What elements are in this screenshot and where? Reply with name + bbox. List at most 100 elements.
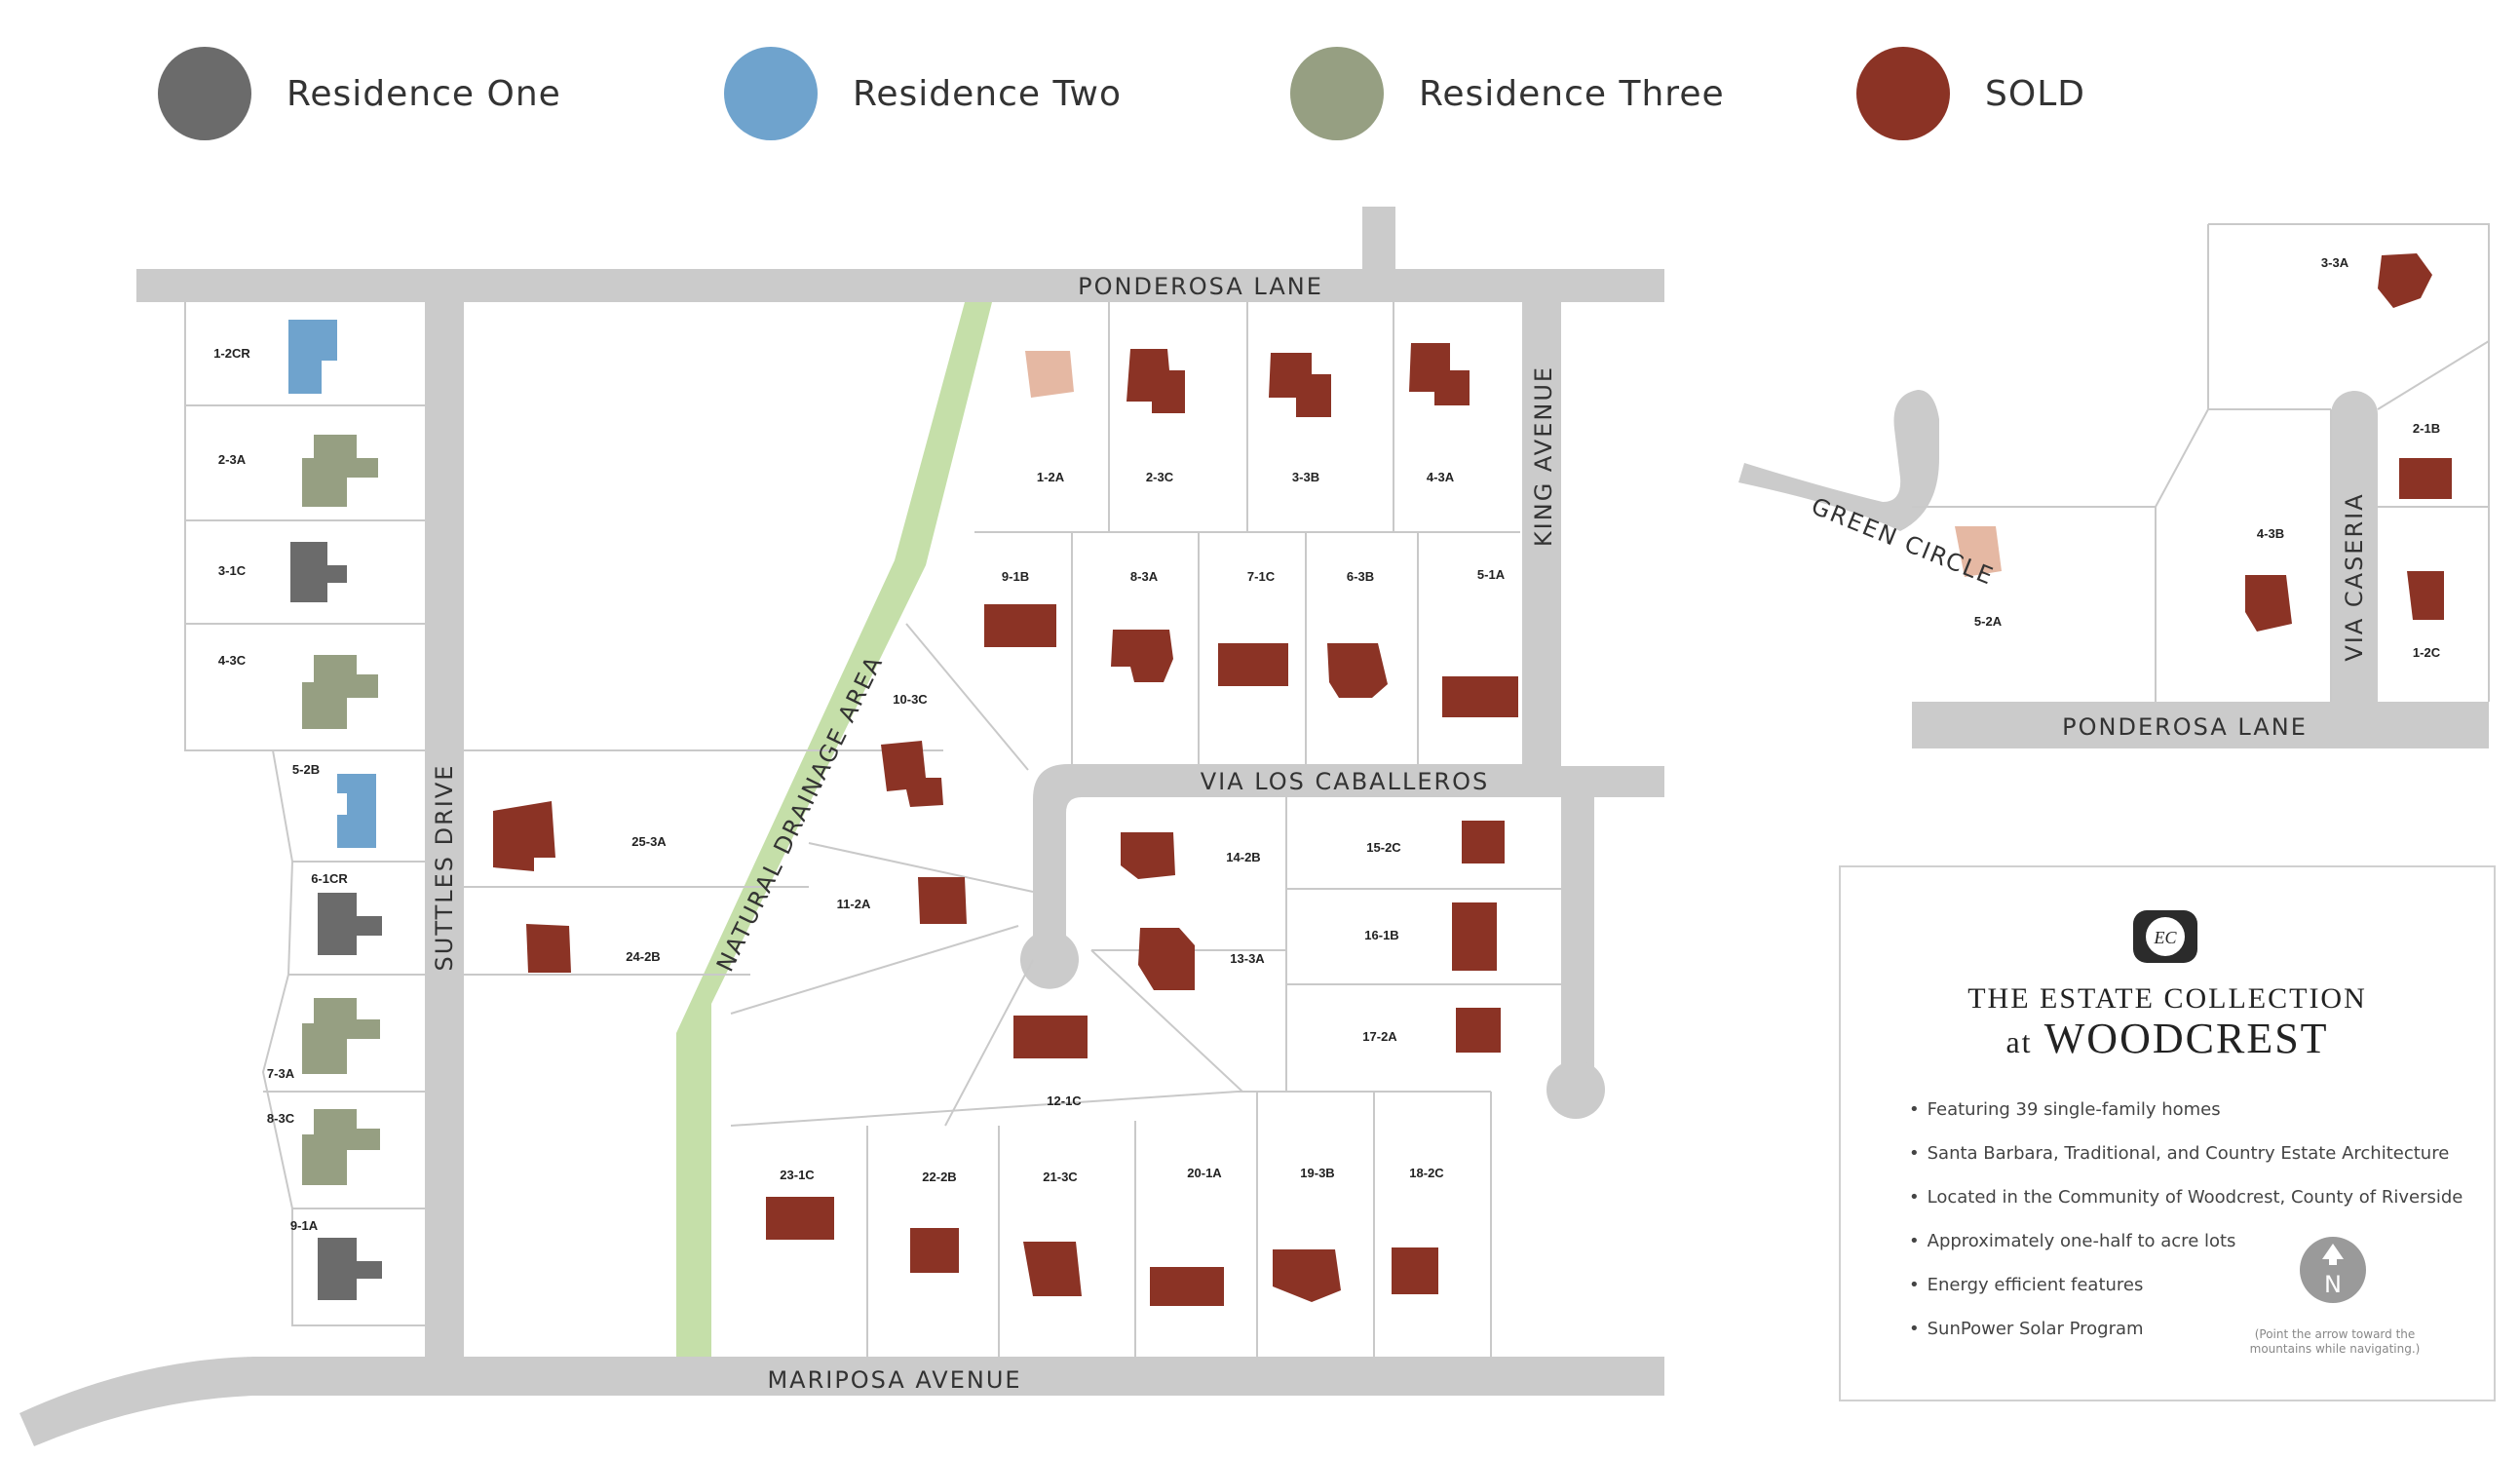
lot-label: 7-1C [1247, 569, 1276, 584]
mariposa-avenue-road [19, 1357, 1664, 1446]
natural-drainage-area [676, 302, 992, 1357]
legend-item-sold: SOLD [1856, 47, 2085, 140]
homes-left [288, 320, 382, 1300]
info-title-at: at [2005, 1024, 2033, 1059]
lot-label: 8-3A [1130, 569, 1159, 584]
homes-sold [493, 343, 1518, 1306]
lot-label: 10-3C [893, 692, 928, 707]
lot-label: 1-2A [1037, 470, 1065, 484]
lot-label: 7-3A [267, 1066, 295, 1081]
inset-lot-label: 1-2C [2413, 645, 2441, 660]
feature-item: Featuring 39 single-family homes [1909, 1099, 2463, 1143]
lot-4-3B-home [2245, 575, 2292, 632]
lot-label: 6-1CR [311, 871, 348, 886]
legend-item-residence-one: Residence One [158, 47, 561, 140]
lot-label: 14-2B [1226, 850, 1260, 864]
via-los-caballeros-label: VIA LOS CABALLEROS [1201, 768, 1490, 795]
legend-label: Residence Three [1419, 73, 1725, 114]
legend-label: Residence One [286, 73, 561, 114]
lot-label: 8-3C [267, 1111, 295, 1126]
lot-label: 4-3C [218, 653, 247, 668]
lot-label: 2-3C [1146, 470, 1174, 484]
lot-5-2A-home [1955, 526, 2002, 577]
lot-label: 13-3A [1230, 951, 1265, 966]
ponderosa-stub [1362, 207, 1395, 275]
lot-label: 23-1C [780, 1168, 815, 1182]
inset-map: 3-3A 2-1B 4-3B 1-2C 5-2A GREEN CIRCLE VI… [1738, 223, 2490, 748]
lot-3-3A-home [2378, 253, 2432, 308]
ponderosa-lane-road [136, 269, 1664, 302]
via-los-caballeros-road [1020, 764, 1561, 989]
green-circle-road [1738, 390, 1939, 531]
lot-8-3C-home [302, 1109, 380, 1185]
lot-label: 5-1A [1477, 567, 1506, 582]
compass-icon: N [2300, 1237, 2366, 1303]
lot-label: 15-2C [1366, 840, 1401, 855]
via-caseria-label: VIA CASERIA [2341, 492, 2368, 661]
lot-label: 1-2CR [213, 346, 250, 361]
inset-lot-lines [1912, 223, 2490, 702]
legend-item-residence-three: Residence Three [1290, 47, 1725, 140]
lot-label: 19-3B [1300, 1166, 1334, 1180]
king-avenue-label: KING AVENUE [1530, 365, 1557, 547]
lot-4-3C-home [302, 655, 378, 729]
residence-one-swatch [158, 47, 251, 140]
lot-label: 17-2A [1362, 1029, 1397, 1044]
info-panel: EC THE ESTATE COLLECTION at WOODCREST Fe… [1839, 865, 2496, 1401]
inset-lot-label: 2-1B [2413, 421, 2440, 436]
svg-text:EC: EC [2153, 928, 2177, 947]
lot-5-2B-home [337, 774, 376, 848]
lot-label: 5-2B [292, 762, 320, 777]
lot-6-1CR-home [318, 893, 382, 955]
lot-label: 18-2C [1409, 1166, 1444, 1180]
inset-lot-label: 4-3B [2257, 526, 2284, 541]
lot-label: 6-3B [1347, 569, 1374, 584]
feature-item: Energy efficient features [1909, 1275, 2463, 1319]
roads [19, 207, 1664, 1446]
ponderosa-lane-label: PONDEROSA LANE [1078, 273, 1323, 300]
svg-text:N: N [2324, 1271, 2342, 1298]
feature-item: Located in the Community of Woodcrest, C… [1909, 1187, 2463, 1231]
lot-3-1C-home [290, 542, 347, 602]
inset-ponderosa-lane-label: PONDEROSA LANE [2062, 713, 2308, 741]
lot-labels: 1-2CR 2-3A 3-1C 4-3C 5-2B 6-1CR 7-3A 8-3… [213, 346, 1505, 1233]
lot-lines [184, 302, 1561, 1357]
residence-three-swatch [1290, 47, 1384, 140]
feature-item: Approximately one-half to acre lots [1909, 1231, 2463, 1275]
legend-label: SOLD [1985, 73, 2085, 114]
suttles-drive-road [425, 298, 464, 1361]
residence-two-swatch [724, 47, 818, 140]
lot-9-1A-home [318, 1238, 382, 1300]
lot-label: 11-2A [837, 897, 871, 911]
feature-item: Santa Barbara, Traditional, and Country … [1909, 1143, 2463, 1187]
estate-collection-logo: EC [2133, 910, 2197, 963]
lot-1-2C-home [2407, 571, 2444, 620]
info-title-line1: THE ESTATE COLLECTION [1967, 982, 2367, 1015]
via-caseria-road [2331, 391, 2378, 702]
info-title-line2: at WOODCREST [1841, 1014, 2494, 1063]
lot-label: 3-3B [1292, 470, 1319, 484]
lot-1-2CR-home [288, 320, 337, 394]
lot-label: 2-3A [218, 452, 247, 467]
lot-label: 12-1C [1047, 1094, 1082, 1108]
lot-label: 20-1A [1187, 1166, 1222, 1180]
lot-label: 4-3A [1427, 470, 1455, 484]
king-avenue-cul-de-sac [1546, 1060, 1605, 1119]
legend-item-residence-two: Residence Two [724, 47, 1122, 140]
lot-label: 9-1B [1002, 569, 1029, 584]
lot-label: 3-1C [218, 563, 247, 578]
lot-1-2A-home [1025, 351, 1074, 398]
suttles-drive-label: SUTTLES DRIVE [431, 764, 458, 972]
lot-label: 9-1A [290, 1218, 319, 1233]
natural-drainage-area-label: NATURAL DRAINAGE AREA [711, 651, 889, 977]
inset-lot-label: 3-3A [2321, 255, 2349, 270]
lot-label: 25-3A [631, 834, 667, 849]
legend-label: Residence Two [853, 73, 1123, 114]
king-avenue-road [1522, 298, 1561, 766]
lot-7-3A-home [302, 998, 380, 1074]
king-avenue-east [1561, 766, 1664, 797]
feature-item: SunPower Solar Program [1909, 1319, 2463, 1362]
lot-label: 22-2B [922, 1170, 956, 1184]
info-title-woodcrest: WOODCREST [2043, 1015, 2329, 1062]
